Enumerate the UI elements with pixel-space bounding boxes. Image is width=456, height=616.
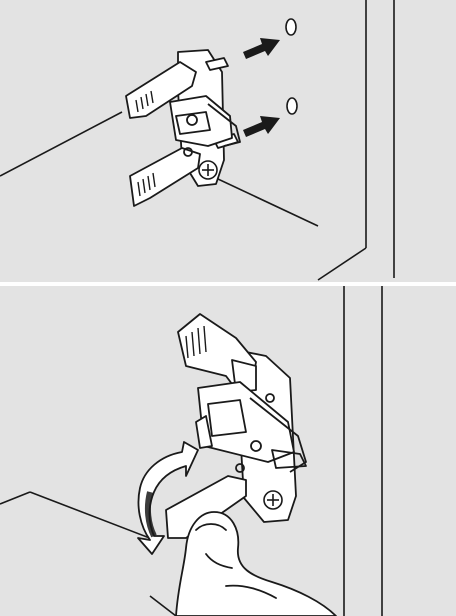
drill-hole-lower: [286, 97, 298, 115]
step-2-illustration: [0, 286, 383, 616]
screw-icon: [263, 490, 283, 510]
curved-rotate-arrow-icon: [137, 441, 199, 555]
push-arrow-icon: [243, 116, 280, 137]
drill-hole-upper: [285, 18, 297, 36]
screw-icon: [198, 160, 218, 180]
step-2-panel: [0, 286, 456, 616]
hand-icon: [175, 511, 337, 616]
hinge-mounting-plate: [165, 313, 307, 539]
step-1-panel: [0, 0, 456, 282]
hinge-mounting-plate: [125, 49, 241, 207]
step-1-illustration: [0, 0, 395, 281]
cabinet-side-panel: [0, 286, 383, 616]
push-arrow-icon: [243, 38, 280, 59]
panel-divider: [0, 282, 456, 286]
